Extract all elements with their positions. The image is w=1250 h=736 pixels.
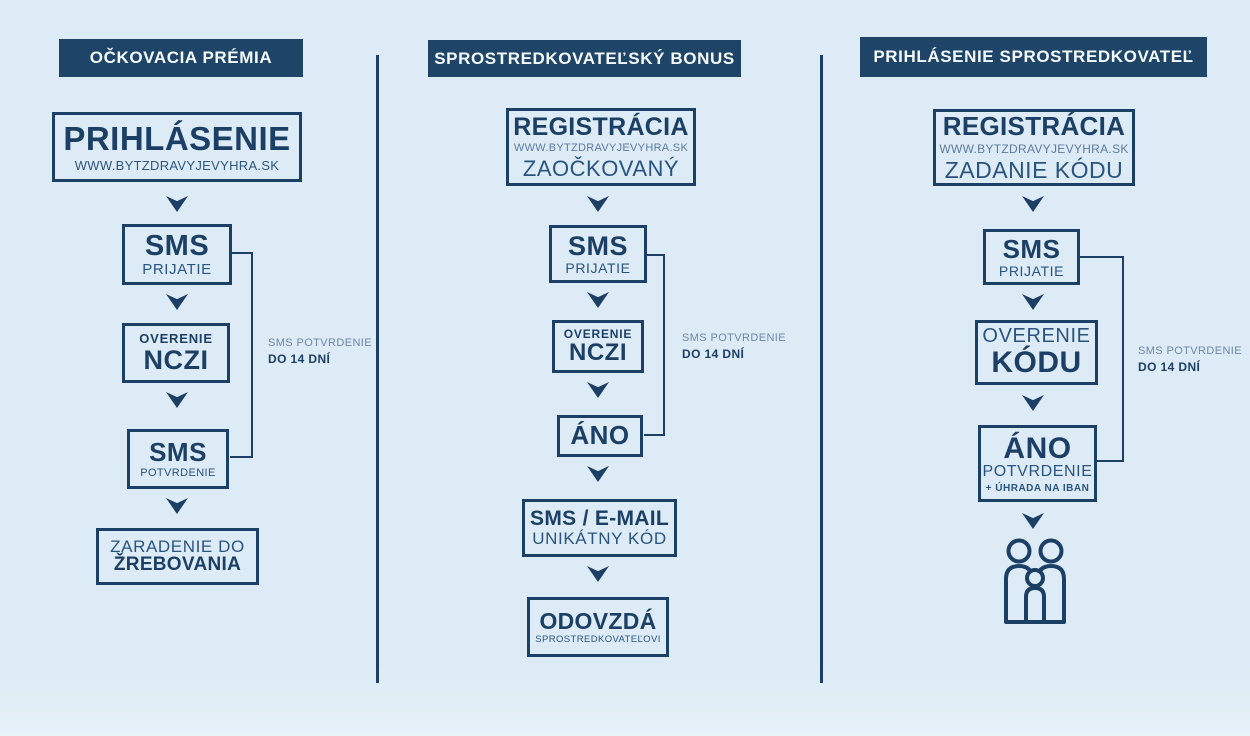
bracket-label-line1: SMS POTVRDENIE: [682, 332, 787, 344]
down-arrow-icon: [1022, 395, 1044, 411]
down-arrow-icon: [1022, 294, 1044, 310]
step-title: SMS: [567, 230, 628, 261]
column3-header-label: PRIHLÁSENIE SPROSTREDKOVATEĽ: [873, 47, 1194, 66]
down-arrow-icon: [166, 392, 188, 408]
bracket-label-line1: SMS POTVRDENIE: [268, 337, 373, 349]
column3-header: PRIHLÁSENIE SPROSTREDKOVATEĽ: [860, 37, 1207, 77]
step-title: SMS: [1002, 233, 1061, 264]
step-url: WWW.BYTZDRAVYJEVYHRA.SK: [74, 157, 280, 173]
step-subtitle: SPROSTREDKOVATEĽOVI: [535, 634, 661, 646]
down-arrow-icon: [587, 382, 609, 398]
bracket-label-line2: DO 14 DNÍ: [682, 346, 745, 361]
step-subtitle: PRIJATIE: [142, 261, 212, 279]
down-arrow-icon: [587, 566, 609, 582]
step-title: NCZI: [143, 344, 209, 375]
step-subtitle: POTVRDENIE: [982, 463, 1093, 481]
step-title: ODOVZDÁ: [539, 607, 657, 634]
column3-step-overenie-kodu: OVERENIE KÓDU: [975, 320, 1098, 385]
column1-step-prihlasenie: PRIHLÁSENIE WWW.BYTZDRAVYJEVYHRA.SK: [52, 112, 302, 182]
column-divider-2: [820, 55, 823, 683]
column1-header: OČKOVACIA PRÉMIA: [59, 39, 303, 77]
column2-header-label: SPROSTREDKOVATEĽSKÝ BONUS: [434, 48, 735, 68]
family-icon: [1003, 538, 1067, 629]
step-note: + ÚHRADA NA IBAN: [985, 482, 1090, 494]
step-toplabel: OVERENIE: [563, 326, 633, 341]
step-title: REGISTRÁCIA: [942, 110, 1126, 141]
down-arrow-icon: [587, 466, 609, 482]
column2-step-ano: ÁNO: [557, 415, 643, 457]
column1-step-overenie-nczi: OVERENIE NCZI: [122, 323, 230, 383]
down-arrow-icon: [166, 498, 188, 514]
column1-step-zaradenie: ZARADENIE DO ŽREBOVANIA: [96, 528, 259, 585]
step-line3: ZADANIE KÓDU: [944, 156, 1124, 183]
down-arrow-icon: [166, 294, 188, 310]
column1-timeline-bracket: [230, 252, 253, 458]
column1-header-label: OČKOVACIA PRÉMIA: [89, 48, 273, 67]
step-line3: ZAOČKOVANÝ: [522, 155, 680, 181]
column3-step-registracia: REGISTRÁCIA WWW.BYTZDRAVYJEVYHRA.SK ZADA…: [933, 109, 1135, 186]
column2-step-odovzda: ODOVZDÁ SPROSTREDKOVATEĽOVI: [527, 597, 669, 657]
step-title: SMS / E-MAIL: [530, 507, 669, 531]
column2-step-registracia: REGISTRÁCIA WWW.BYTZDRAVYJEVYHRA.SK ZAOČ…: [506, 108, 696, 186]
column1-step-sms-potvrdenie: SMS POTVRDENIE: [127, 429, 229, 489]
step-title: KÓDU: [991, 346, 1082, 380]
column3-step-sms-prijatie: SMS PRIJATIE: [983, 229, 1080, 285]
step-subtitle: PRIJATIE: [998, 262, 1065, 279]
column3-bracket-label: SMS POTVRDENIE DO 14 DNÍ: [1138, 344, 1242, 375]
step-line2: ŽREBOVANIA: [113, 554, 242, 576]
step-url: WWW.BYTZDRAVYJEVYHRA.SK: [513, 142, 689, 155]
column3-step-ano-potvrdenie: ÁNO POTVRDENIE + ÚHRADA NA IBAN: [978, 425, 1097, 502]
column2-header: SPROSTREDKOVATEĽSKÝ BONUS: [428, 40, 741, 77]
step-title: ÁNO: [1003, 431, 1072, 465]
step-toplabel: OVERENIE: [982, 325, 1091, 348]
column1-step-sms-prijatie: SMS PRIJATIE: [122, 224, 232, 285]
step-title: NCZI: [569, 339, 627, 367]
down-arrow-icon: [1022, 196, 1044, 212]
step-subtitle: PRIJATIE: [565, 260, 631, 277]
step-title: REGISTRÁCIA: [513, 113, 689, 142]
step-subtitle: UNIKÁTNY KÓD: [532, 529, 667, 549]
step-line1: ZARADENIE DO: [110, 536, 245, 556]
column-divider-1: [376, 55, 379, 683]
step-title: PRIHLÁSENIE: [63, 119, 291, 157]
column2-step-overenie-nczi: OVERENIE NCZI: [552, 320, 644, 373]
step-subtitle: POTVRDENIE: [140, 466, 216, 479]
column2-step-sms-email: SMS / E-MAIL UNIKÁTNY KÓD: [522, 499, 677, 557]
column2-step-sms-prijatie: SMS PRIJATIE: [549, 225, 647, 283]
column2-timeline-bracket: [644, 254, 665, 436]
step-toplabel: OVERENIE: [139, 331, 213, 346]
step-title: SMS: [144, 229, 210, 262]
column3-timeline-bracket: [1097, 256, 1124, 462]
down-arrow-icon: [587, 292, 609, 308]
down-arrow-icon: [1022, 513, 1044, 529]
column3-bracket-stub: [1080, 256, 1098, 258]
bracket-label-line2: DO 14 DNÍ: [1138, 359, 1201, 374]
bracket-label-line1: SMS POTVRDENIE: [1138, 345, 1243, 357]
down-arrow-icon: [166, 196, 188, 212]
step-title: SMS: [149, 436, 207, 467]
step-title: ÁNO: [570, 420, 630, 451]
column1-bracket-label: SMS POTVRDENIE DO 14 DNÍ: [268, 336, 372, 367]
column2-bracket-label: SMS POTVRDENIE DO 14 DNÍ: [682, 331, 786, 362]
bracket-label-line2: DO 14 DNÍ: [268, 351, 331, 366]
down-arrow-icon: [587, 196, 609, 212]
step-url: WWW.BYTZDRAVYJEVYHRA.SK: [939, 142, 1129, 157]
